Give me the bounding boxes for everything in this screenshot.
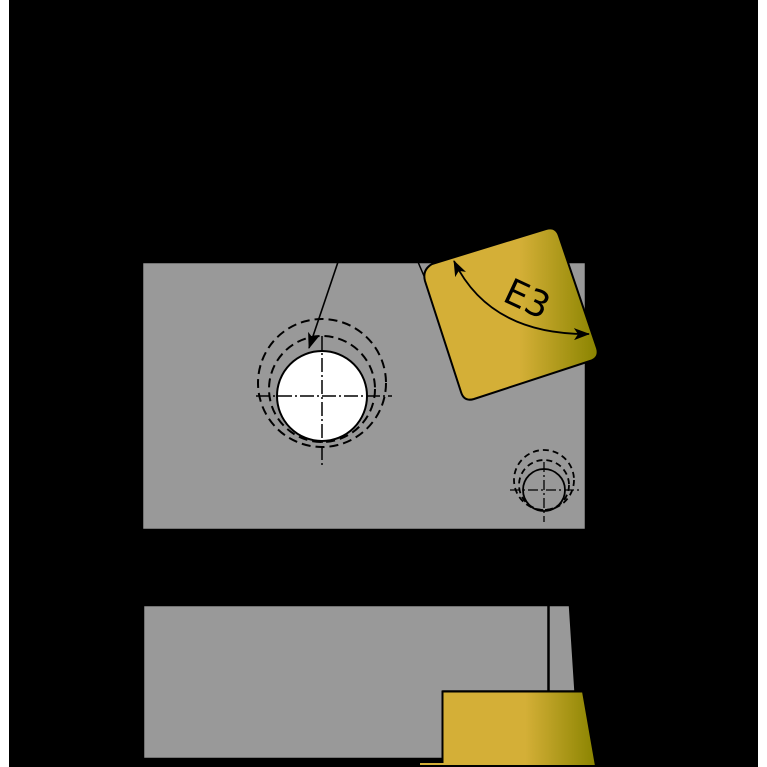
angle-arc-arrow (453, 260, 590, 341)
small-hole-dashed-middle (518, 459, 570, 511)
large-hole (256, 318, 392, 465)
large-hole-dashed-middle (268, 335, 376, 443)
leader-line-hole (308, 261, 339, 349)
top-view: E3 (141, 227, 599, 531)
side-view (142, 604, 598, 767)
small-hole-dashed-outer (513, 449, 575, 511)
cutting-insert-side (418, 690, 598, 767)
cutting-insert-top: E3 (423, 227, 599, 401)
leader-line-insert (417, 261, 425, 277)
small-hole (510, 449, 582, 522)
